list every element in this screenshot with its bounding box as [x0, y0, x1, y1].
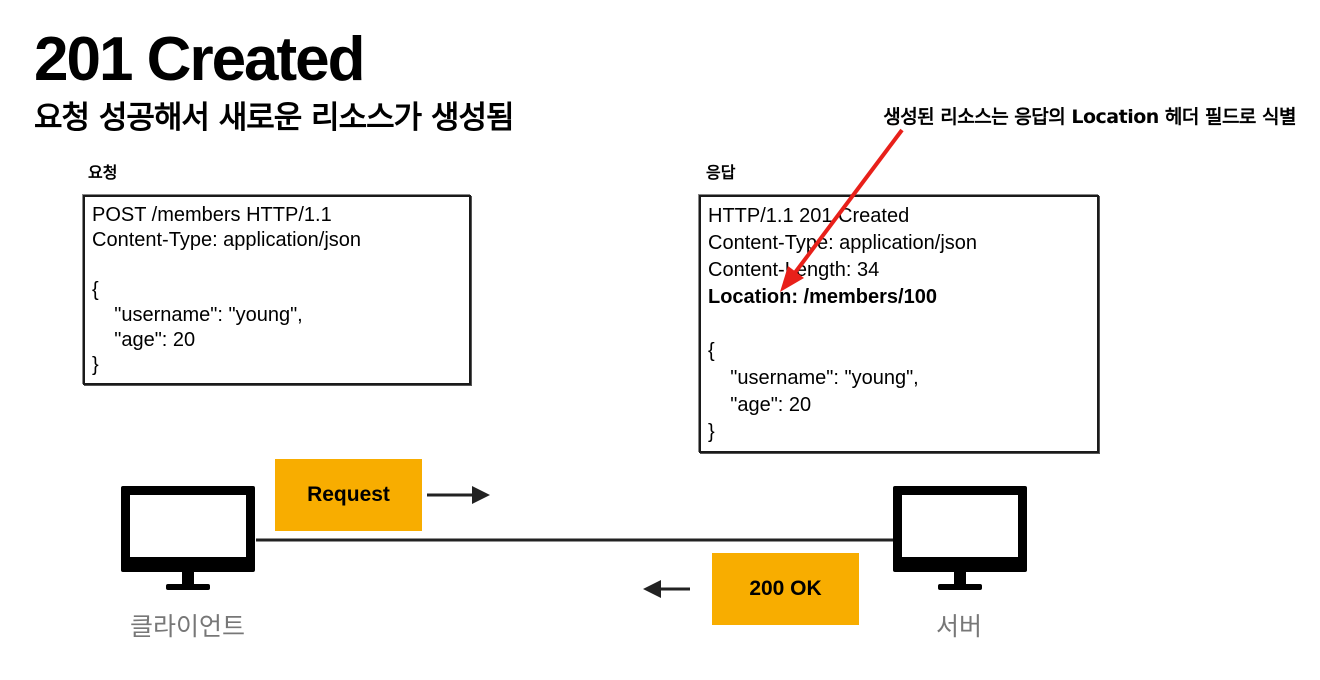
response-tag: 200 OK: [712, 553, 859, 625]
response-line: HTTP/1.1 201 Created: [708, 205, 910, 227]
response-message-box: HTTP/1.1 201 Created Content-Type: appli…: [699, 195, 1099, 453]
request-line: }: [92, 354, 99, 376]
response-line: "username": "young",: [708, 367, 919, 389]
response-label: 응답: [706, 163, 736, 182]
arrow-left-icon: [643, 580, 690, 598]
response-line: Content-Length: 34: [708, 259, 880, 281]
request-line: {: [92, 279, 99, 301]
annotation-arrow-icon: [780, 128, 904, 292]
request-label: 요청: [88, 163, 118, 182]
request-line: "username": "young",: [92, 304, 303, 326]
server-label: 서버: [936, 612, 983, 641]
request-line: Content-Type: application/json: [92, 229, 362, 251]
response-line: {: [708, 340, 715, 362]
response-location-line: Location: /members/100: [708, 286, 937, 308]
request-line: POST /members HTTP/1.1: [92, 204, 332, 226]
client-label: 클라이언트: [130, 612, 246, 641]
request-tag: Request: [275, 459, 422, 531]
location-annotation: 생성된 리소스는 응답의 Location 헤더 필드로 식별: [883, 106, 1296, 128]
arrow-right-icon: [427, 486, 490, 504]
response-line: "age": 20: [708, 394, 812, 416]
monitor-icon: [121, 486, 255, 590]
page-title: 201 Created: [34, 25, 366, 94]
request-message-box: POST /members HTTP/1.1 Content-Type: app…: [83, 195, 471, 385]
page-subtitle: 요청 성공해서 새로운 리소스가 생성됨: [34, 100, 514, 136]
request-line: "age": 20: [92, 329, 196, 351]
response-line: }: [708, 421, 715, 443]
response-line: Content-Type: application/json: [708, 232, 978, 254]
monitor-icon: [893, 486, 1027, 590]
